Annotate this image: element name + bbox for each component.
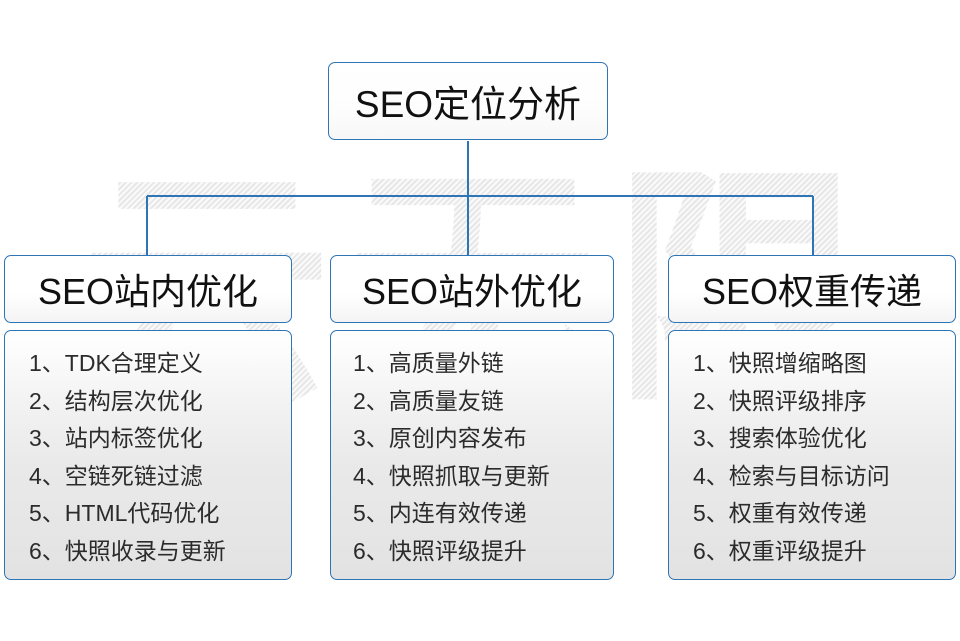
branch-body-2: 1、高质量外链 2、高质量友链 3、原创内容发布 4、快照抓取与更新 5、内连有… <box>330 330 614 580</box>
branch-header-1[interactable]: SEO站内优化 <box>4 255 292 323</box>
list-item[interactable]: 1、高质量外链 <box>353 350 504 376</box>
list-item[interactable]: 5、内连有效传递 <box>353 500 527 526</box>
list-item[interactable]: 2、快照评级排序 <box>693 387 867 414</box>
branch-header-2-title: SEO站外优化 <box>361 271 583 312</box>
list-item[interactable]: 2、结构层次优化 <box>29 387 203 414</box>
list-item[interactable]: 6、权重评级提升 <box>693 537 867 564</box>
list-item[interactable]: 4、检索与目标访问 <box>693 462 890 489</box>
list-item[interactable]: 1、快照增缩略图 <box>693 350 867 376</box>
list-item[interactable]: 2、高质量友链 <box>353 387 504 414</box>
list-item[interactable]: 4、快照抓取与更新 <box>353 462 550 489</box>
branch-header-2[interactable]: SEO站外优化 <box>330 255 614 323</box>
list-item[interactable]: 1、TDK合理定义 <box>29 350 203 376</box>
list-item[interactable]: 6、快照收录与更新 <box>29 537 226 564</box>
branch-header-3[interactable]: SEO权重传递 <box>668 255 956 323</box>
root-node-title: SEO定位分析 <box>354 84 582 125</box>
list-item[interactable]: 3、站内标签优化 <box>29 425 203 451</box>
branch-item-list-1: 1、TDK合理定义 2、结构层次优化 3、站内标签优化 4、空链死链过滤 5、H… <box>5 345 291 570</box>
branch-header-1-title: SEO站内优化 <box>37 271 259 312</box>
branch-item-list-2: 1、高质量外链 2、高质量友链 3、原创内容发布 4、快照抓取与更新 5、内连有… <box>331 345 613 570</box>
list-item[interactable]: 5、权重有效传递 <box>693 500 867 526</box>
branch-body-3: 1、快照增缩略图 2、快照评级排序 3、搜索体验优化 4、检索与目标访问 5、权… <box>668 330 956 580</box>
list-item[interactable]: 6、快照评级提升 <box>353 537 527 564</box>
list-item[interactable]: 4、空链死链过滤 <box>29 462 203 489</box>
list-item[interactable]: 3、搜索体验优化 <box>693 425 867 451</box>
root-node[interactable]: SEO定位分析 <box>328 62 608 140</box>
list-item[interactable]: 5、HTML代码优化 <box>29 500 220 526</box>
list-item[interactable]: 3、原创内容发布 <box>353 425 527 451</box>
branch-body-1: 1、TDK合理定义 2、结构层次优化 3、站内标签优化 4、空链死链过滤 5、H… <box>4 330 292 580</box>
branch-item-list-3: 1、快照增缩略图 2、快照评级排序 3、搜索体验优化 4、检索与目标访问 5、权… <box>669 345 955 570</box>
branch-header-3-title: SEO权重传递 <box>701 271 923 312</box>
